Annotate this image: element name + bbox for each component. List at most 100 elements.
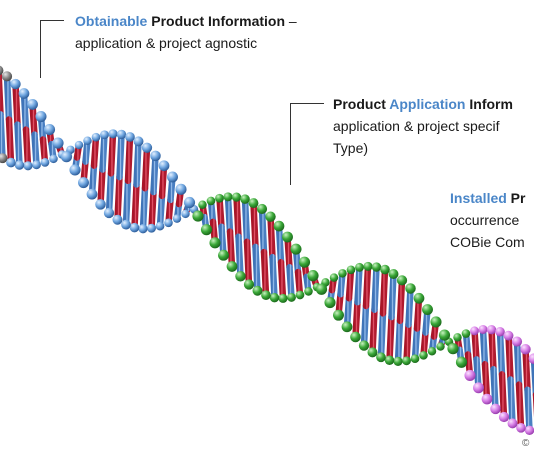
helix-bead [0, 153, 8, 164]
helix-bead [481, 393, 493, 405]
helix-rung [14, 121, 23, 169]
callout-obtainable-line2: application & project agnostic [75, 35, 258, 51]
callout-obtainable-dash: – [285, 13, 297, 29]
callout-obtainable-title: Obtainable Product Information – [75, 10, 297, 32]
helix-bead [516, 422, 526, 433]
helix-bead [380, 264, 390, 275]
helix-bead [455, 356, 468, 368]
helix-bead [273, 220, 285, 232]
callout-installed-line2: occurrence [450, 212, 520, 228]
helix-bead [14, 160, 25, 170]
helix-bead [503, 330, 514, 341]
helix-bead [410, 354, 420, 364]
callout-application-accent: Application [389, 96, 466, 112]
helix-bead [240, 194, 250, 204]
helix-rung [379, 266, 389, 317]
helix-rung [275, 222, 285, 266]
helix-rung [471, 327, 480, 363]
helix-rung [479, 326, 489, 368]
helix-bead [355, 262, 364, 272]
helix-bead [363, 261, 373, 271]
helix-bead [218, 249, 229, 261]
leader-line-application [290, 103, 291, 185]
leader-line-obtainable-tick [40, 20, 64, 21]
helix-bead [371, 262, 382, 272]
helix-rung [403, 321, 412, 365]
helix-rung [360, 302, 370, 349]
helix-rung [233, 193, 242, 240]
helix-bead [10, 78, 21, 90]
helix-rung [258, 205, 268, 256]
helix-rung [22, 126, 32, 170]
helix-rung [90, 133, 100, 169]
helix-rung [243, 238, 253, 288]
helix-bead [69, 164, 81, 176]
helix-bead [167, 171, 178, 183]
helix-bead [103, 207, 115, 219]
helix-bead [141, 142, 153, 153]
helix-bead [125, 132, 135, 142]
helix-bead [215, 193, 224, 203]
helix-rung [133, 138, 142, 188]
helix-rung [0, 111, 6, 162]
helix-bead [49, 154, 58, 164]
helix-rung [490, 366, 499, 413]
helix-bead [95, 199, 106, 210]
helix-rung [507, 376, 516, 427]
callout-application: Product Application Inform application &… [333, 93, 513, 159]
helix-bead [23, 161, 33, 171]
helix-bead [528, 353, 534, 365]
helix-rung [97, 166, 106, 208]
helix-rung [156, 192, 166, 230]
helix-rung [114, 173, 123, 224]
helix-rung [345, 266, 355, 302]
helix-bead [223, 192, 233, 202]
helix-bead [35, 111, 47, 123]
helix-bead [393, 356, 403, 366]
callout-installed-line3: COBie Com [450, 234, 525, 250]
helix-bead [6, 157, 16, 168]
helix-bead [235, 271, 246, 282]
helix-rung [141, 144, 151, 192]
helix-bead [40, 158, 50, 167]
helix-rung [405, 285, 414, 328]
helix-bead [341, 321, 353, 333]
helix-rung [124, 133, 134, 185]
helix-bead [32, 160, 41, 170]
helix-bead [461, 329, 471, 338]
helix-rung [481, 361, 491, 403]
callout-obtainable-title-rest: Product Information [151, 13, 286, 29]
helix-bead [304, 287, 313, 296]
helix-bead [396, 275, 408, 286]
helix-rung [386, 313, 395, 364]
helix-bead [91, 132, 101, 142]
helix-rung [369, 306, 378, 356]
callout-application-line3: Type) [333, 140, 369, 156]
helix-bead [524, 425, 534, 435]
callout-installed-title-rest: Pr [506, 190, 526, 206]
helix-bead [507, 418, 518, 429]
helix-rung [105, 170, 115, 217]
helix-bead [278, 293, 288, 303]
helix-bead [376, 352, 386, 363]
helix-bead [269, 293, 280, 303]
helix-rung [5, 116, 15, 166]
helix-bead [129, 222, 140, 233]
helix-bead [138, 224, 148, 234]
helix-rung [31, 131, 40, 169]
helix-bead [86, 188, 98, 200]
helix-rung [496, 328, 506, 378]
helix-bead [1, 71, 13, 82]
callout-installed-title: Installed Pr [450, 187, 525, 209]
helix-bead [100, 130, 109, 140]
helix-bead [298, 256, 311, 268]
helix-rung [352, 298, 361, 341]
helix-bead [453, 333, 462, 342]
helix-bead [287, 292, 296, 302]
helix-bead [150, 150, 161, 162]
helix-bead [155, 221, 165, 231]
callout-obtainable-accent: Obtainable [75, 13, 148, 29]
helix-bead [402, 356, 411, 366]
callout-installed: Installed Pr occurrence COBie Com [450, 187, 525, 253]
